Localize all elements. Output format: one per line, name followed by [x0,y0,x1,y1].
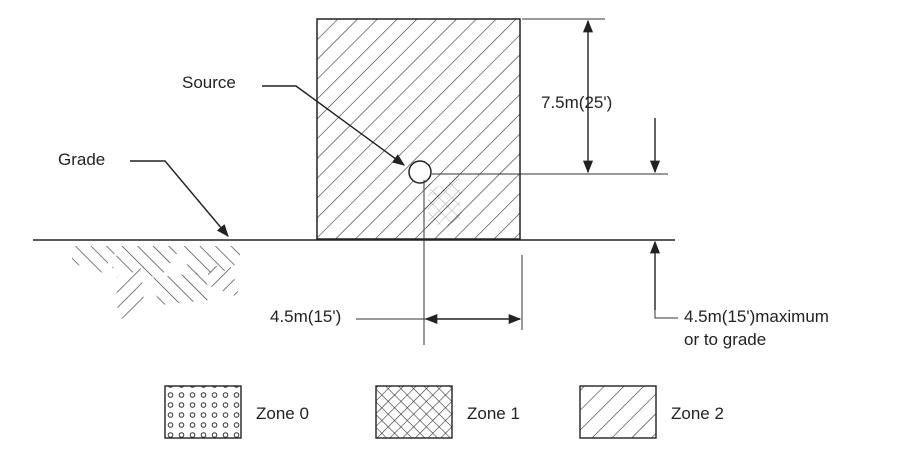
source-leader [262,85,406,166]
max-label-line2: or to grade [684,330,766,349]
legend-label-zone1: Zone 1 [467,404,520,423]
source-label: Source [182,73,236,92]
legend-swatch-zone2 [579,385,657,439]
source-point [408,160,432,184]
legend-label-zone0: Zone 0 [256,404,309,423]
horizontal-dimension-label: 4.5m(15') [270,307,341,326]
zone1-area-overlay [428,178,460,226]
height-dimension-label: 7.5m(25') [541,93,612,112]
max-label-line1: 4.5m(15')maximum [684,307,829,326]
earth-hatching [72,246,245,320]
legend-swatch-zone1 [375,385,453,439]
legend: Zone 0 Zone 1 Zone 2 [164,385,724,439]
grade-label: Grade [58,150,105,169]
legend-swatch-zone0 [164,385,242,439]
max-leader [654,310,678,319]
zone2-area [316,18,521,240]
legend-label-zone2: Zone 2 [671,404,724,423]
grade-leader [130,160,229,237]
